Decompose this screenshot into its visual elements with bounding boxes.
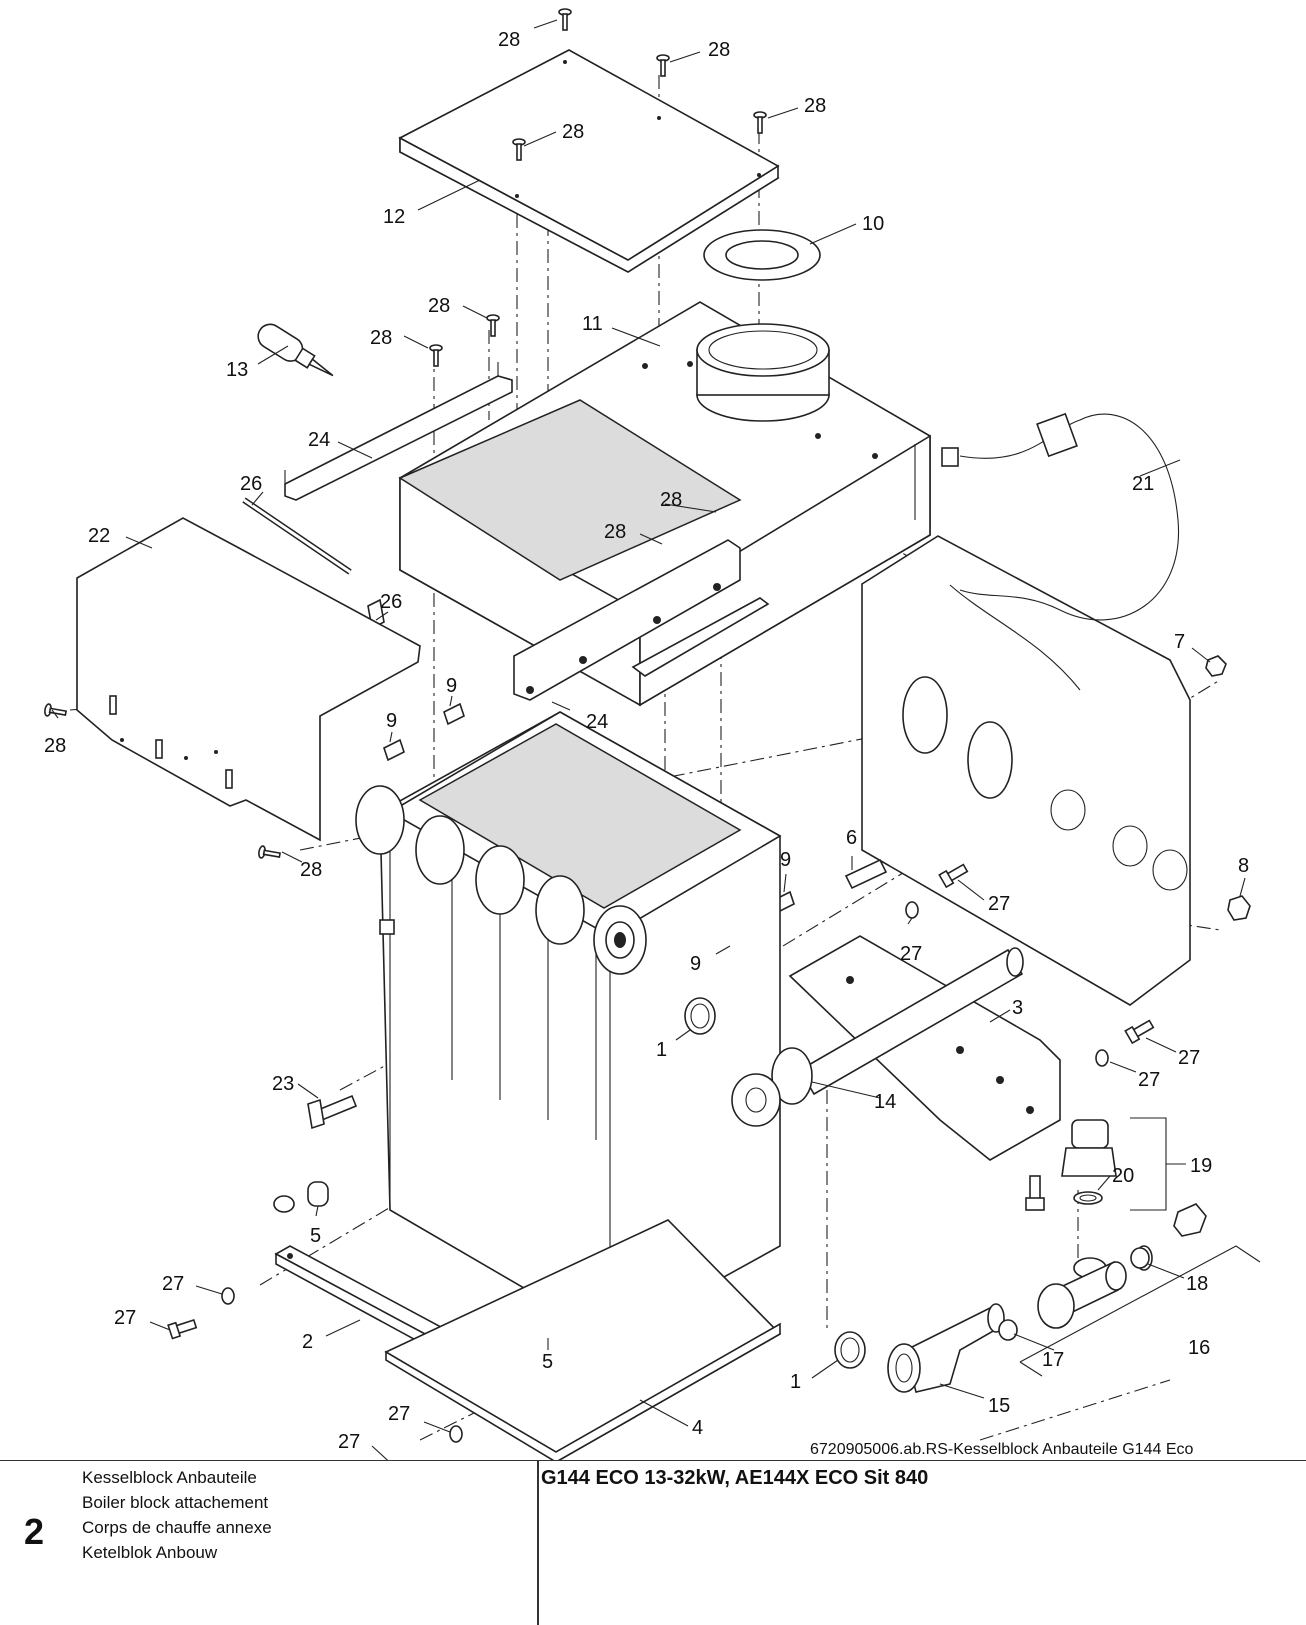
footer-divider xyxy=(537,1461,539,1625)
callout-label: 9 xyxy=(690,953,701,975)
callout-label: 27 xyxy=(388,1403,410,1425)
callout-label: 15 xyxy=(988,1395,1010,1417)
base-plate xyxy=(384,1219,782,1460)
elbow-pipe xyxy=(887,1303,1005,1393)
ignition-electrode xyxy=(257,323,334,377)
side-rail-upper xyxy=(284,362,513,501)
callout-label: 19 xyxy=(1190,1155,1212,1177)
rear-panel xyxy=(861,535,1191,1006)
side-rail-lower xyxy=(513,539,770,701)
callout-label: 28 xyxy=(562,121,584,143)
title-french: Corps de chauffe annexe xyxy=(82,1518,272,1537)
nut-7 xyxy=(1205,655,1227,677)
callout-label: 9 xyxy=(446,675,457,697)
callout-label: 28 xyxy=(660,489,682,511)
callout-label: 27 xyxy=(900,943,922,965)
callout-label: 9 xyxy=(780,849,791,871)
callout-label: 27 xyxy=(338,1431,360,1453)
group-bracket-19 xyxy=(1130,1117,1186,1211)
stud-6 xyxy=(844,858,888,890)
bracket-bolt xyxy=(1025,1175,1045,1211)
title-german: Kesselblock Anbauteile xyxy=(82,1468,257,1487)
callout-label: 1 xyxy=(790,1371,801,1393)
callout-label: 28 xyxy=(428,295,450,317)
heat-exchanger-block xyxy=(355,711,782,1341)
section-titles: Kesselblock Anbauteile Boiler block atta… xyxy=(82,1465,272,1565)
o-rings xyxy=(684,997,1150,1369)
section-number: 2 xyxy=(24,1511,45,1552)
callout-label: 9 xyxy=(386,710,397,732)
bolt-23 xyxy=(307,1094,358,1130)
top-cover-plate xyxy=(398,49,780,273)
side-panel-left xyxy=(76,517,421,842)
callout-label: 3 xyxy=(1012,997,1023,1019)
flue-hood xyxy=(398,301,931,707)
callout-label: 6 xyxy=(846,827,857,849)
callout-label: 12 xyxy=(383,206,405,228)
callout-label: 4 xyxy=(692,1417,703,1439)
drawing-reference: 6720905006.ab.RS-Kesselblock Anbauteile … xyxy=(810,1441,1193,1458)
cable-assembly xyxy=(941,412,1180,621)
callout-label: 28 xyxy=(498,29,520,51)
callout-label: 17 xyxy=(1042,1349,1064,1371)
callout-label: 11 xyxy=(582,313,603,335)
callout-label: 26 xyxy=(240,473,262,495)
callout-label: 27 xyxy=(988,893,1010,915)
callout-label: 5 xyxy=(310,1225,321,1247)
callout-label: 24 xyxy=(308,429,330,451)
callout-label: 28 xyxy=(708,39,730,61)
title-english: Boiler block attachement xyxy=(82,1493,269,1512)
washers-27 xyxy=(167,863,1155,1443)
callout-label: 14 xyxy=(874,1091,896,1113)
callout-label: 21 xyxy=(1132,473,1154,495)
callout-label: 28 xyxy=(370,327,392,349)
footer: 2 Kesselblock Anbauteile Boiler block at… xyxy=(0,1460,1306,1625)
callout-label: 28 xyxy=(44,735,66,757)
callout-label: 26 xyxy=(380,591,402,613)
nut-8 xyxy=(1227,895,1251,921)
callout-label: 7 xyxy=(1174,631,1185,653)
header-pipe xyxy=(355,785,647,975)
callout-label: 16 xyxy=(1188,1337,1210,1359)
exploded-parts-diagram: 28 28 28 28 12 10 28 28 13 11 24 26 22 2… xyxy=(44,8,1261,1460)
callout-label: 2 xyxy=(302,1331,313,1353)
callout-label: 27 xyxy=(162,1273,184,1295)
title-dutch: Ketelblok Anbouw xyxy=(82,1543,218,1562)
callout-labels: 28 28 28 28 12 10 28 28 13 11 24 26 22 2… xyxy=(44,29,1249,1453)
union-connector xyxy=(1061,1119,1117,1205)
callout-label: 22 xyxy=(88,525,110,547)
leader-lines xyxy=(51,19,1246,1460)
group-bracket-16 xyxy=(1019,1245,1261,1377)
callout-label: 1 xyxy=(656,1039,667,1061)
callout-label: 13 xyxy=(226,359,248,381)
callout-label: 28 xyxy=(300,859,322,881)
gas-pipe xyxy=(731,947,1024,1127)
model-title: G144 ECO 13-32kW, AE144X ECO Sit 840 xyxy=(541,1467,929,1489)
callout-label: 10 xyxy=(862,213,884,235)
callout-label: 24 xyxy=(586,711,608,733)
callout-label: 5 xyxy=(542,1351,553,1373)
bushing-5-upper xyxy=(273,1181,329,1213)
support-rod xyxy=(242,497,352,575)
tee-fitting xyxy=(1037,1203,1207,1329)
burner-bracket xyxy=(788,935,1061,1161)
callout-label: 27 xyxy=(1178,1047,1200,1069)
callout-label: 18 xyxy=(1186,1273,1208,1295)
flue-gasket-ring xyxy=(703,229,821,281)
callout-label: 23 xyxy=(272,1073,294,1095)
callout-label: 27 xyxy=(1138,1069,1160,1091)
callout-label: 27 xyxy=(114,1307,136,1329)
callout-label: 28 xyxy=(604,521,626,543)
callout-label: 28 xyxy=(804,95,826,117)
callout-label: 20 xyxy=(1112,1165,1134,1187)
callout-label: 8 xyxy=(1238,855,1249,877)
